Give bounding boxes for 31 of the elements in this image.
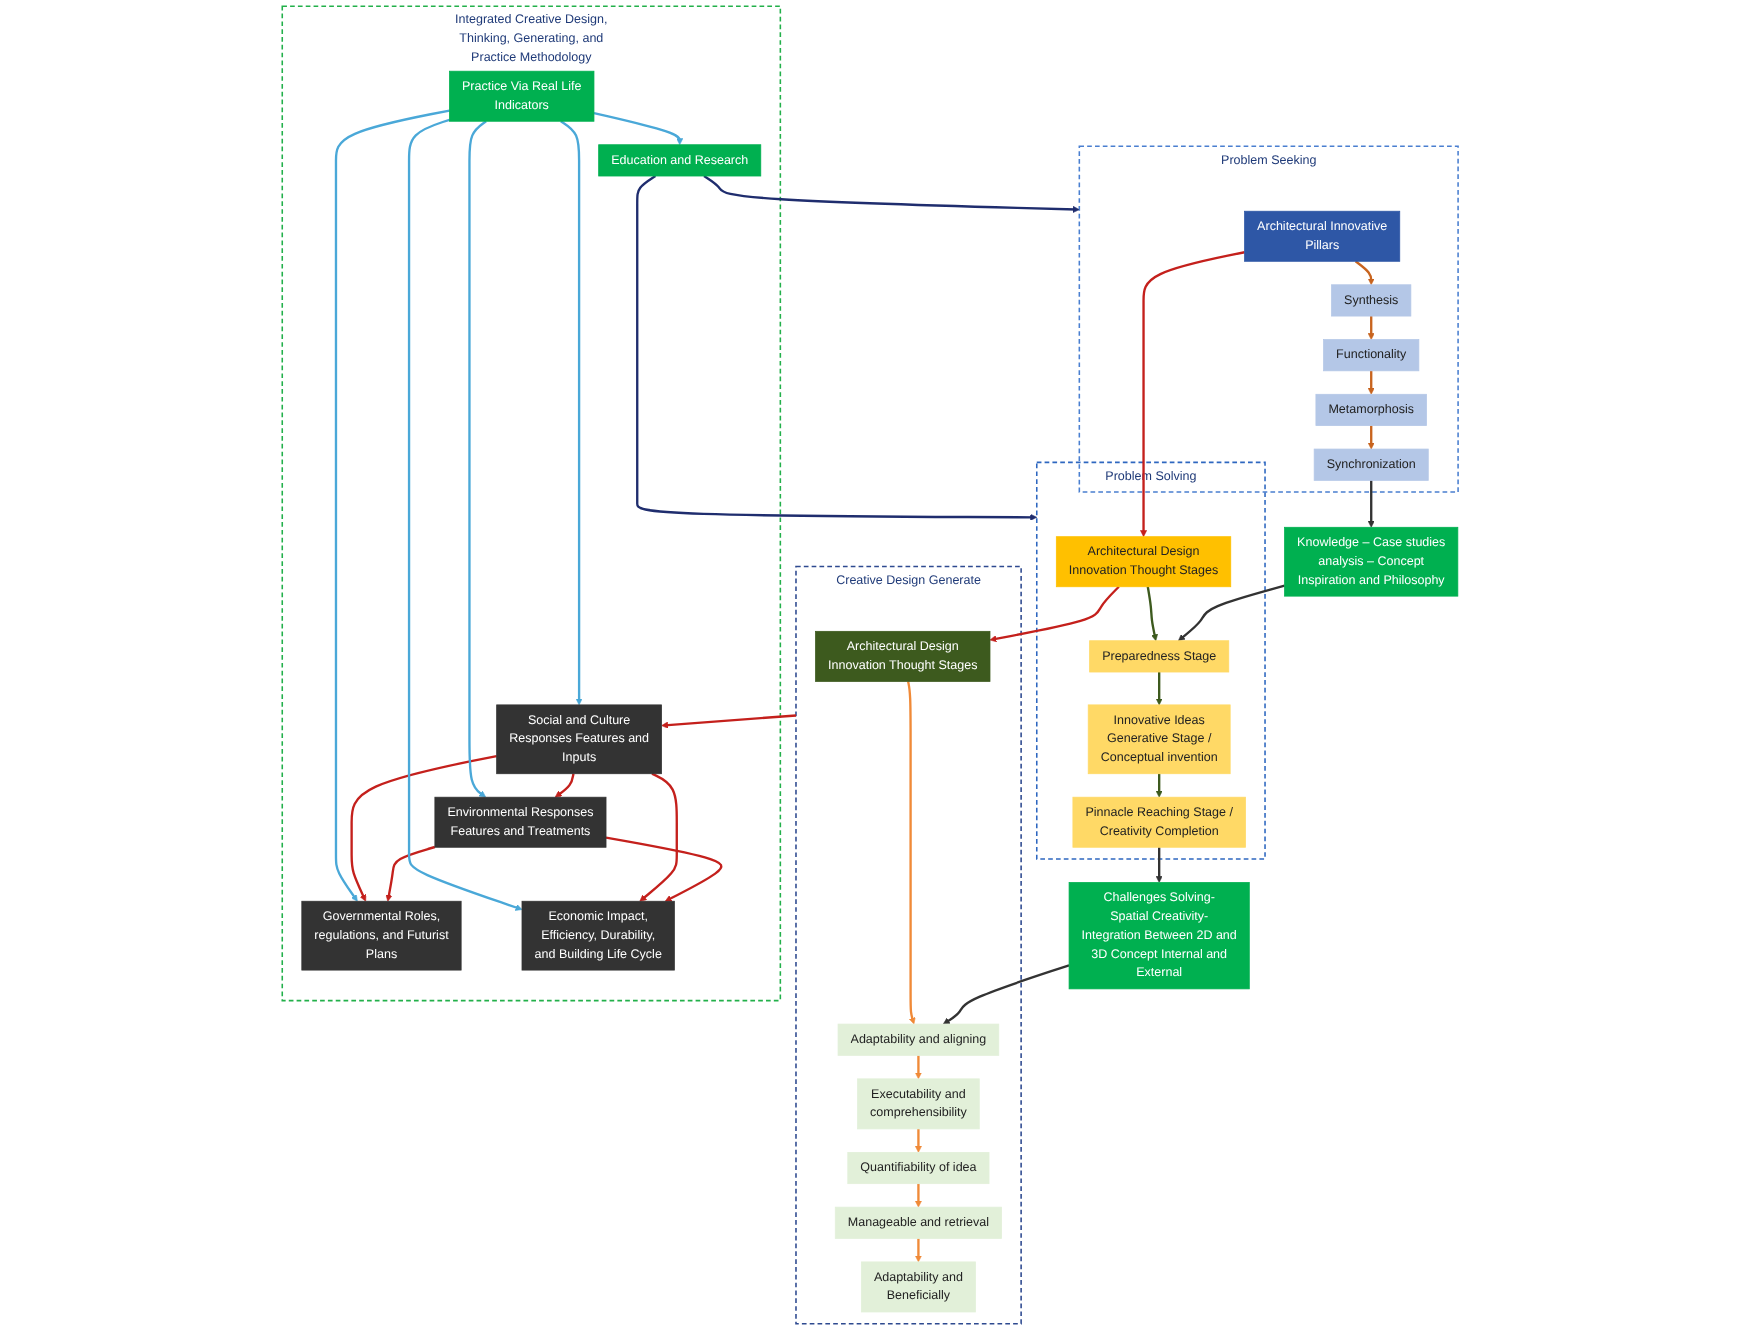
arrow [335, 109, 451, 902]
arrow [943, 964, 1071, 1025]
arrow [915, 1128, 923, 1153]
arrow [469, 120, 488, 798]
arrow [1368, 480, 1376, 528]
arrow [386, 845, 436, 902]
arrow [594, 111, 684, 146]
arrow [704, 175, 1081, 213]
arrow [560, 120, 584, 706]
arrow [636, 175, 1038, 521]
arrow [1156, 847, 1164, 883]
arrow [915, 1055, 923, 1080]
arrow [1140, 251, 1246, 537]
arrow [907, 681, 917, 1025]
arrow [408, 118, 524, 911]
arrow [662, 714, 797, 729]
arrow [1368, 316, 1376, 340]
arrow [1178, 584, 1286, 642]
arrow [1156, 773, 1164, 798]
arrow [915, 1183, 923, 1208]
arrow [1156, 672, 1164, 706]
arrow [640, 772, 679, 902]
arrow [555, 773, 576, 798]
arrow [606, 836, 724, 902]
arrow [1368, 425, 1376, 450]
arrow [1368, 370, 1376, 395]
arrow [915, 1238, 923, 1263]
arrow [1147, 586, 1159, 642]
arrow [351, 754, 498, 902]
arrow [1355, 260, 1376, 286]
arrow [990, 585, 1121, 643]
